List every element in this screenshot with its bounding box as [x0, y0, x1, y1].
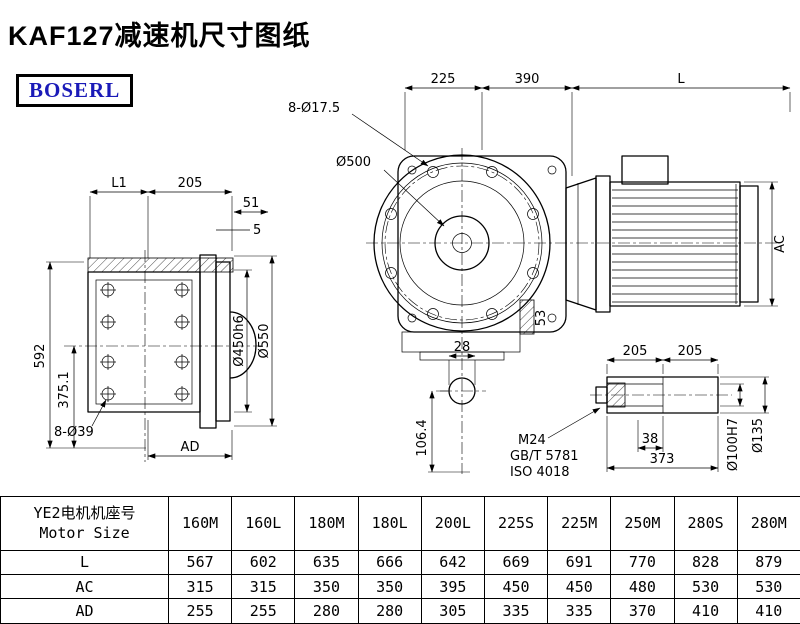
table-cell: 770: [610, 549, 675, 575]
dim-label-390: 390: [515, 72, 540, 87]
table-cell: 691: [547, 549, 612, 575]
callout-bolt-8-d17-5: 8-Ø17.5: [288, 101, 340, 116]
dim-label-375-1: 375.1: [57, 371, 72, 408]
callout-dia-500: Ø500: [336, 155, 371, 170]
dim-label-28: 28: [454, 340, 471, 355]
table-cell: 666: [357, 549, 422, 575]
table-cell: 395: [420, 573, 485, 600]
table-cell: 280: [294, 598, 359, 624]
bolt-holes: [385, 166, 539, 320]
dim-label-L: L: [677, 72, 685, 87]
column-header: 250M: [610, 496, 675, 551]
table-cell: 350: [357, 573, 422, 600]
column-header: 225M: [547, 496, 612, 551]
table-cell: 642: [420, 549, 485, 575]
motor-size-header-en: Motor Size: [39, 524, 130, 543]
row-label-L: L: [0, 549, 169, 575]
table-cell: 280: [357, 598, 422, 624]
table-cell: 315: [167, 573, 233, 600]
table-header-row: YE2电机机座号 Motor Size 160M 160L 180M 180L …: [0, 496, 800, 551]
callout-std-iso4018: ISO 4018: [510, 465, 570, 480]
table-cell: 450: [547, 573, 612, 600]
table-cell: 450: [483, 573, 549, 600]
brand-logo: BOSERL: [16, 74, 134, 107]
dim-label-dia-100H7: Ø100H7: [726, 418, 741, 471]
column-header: 280S: [673, 496, 738, 551]
dim-label-592: 592: [33, 344, 48, 369]
table-cell: 305: [420, 598, 485, 624]
dim-label-205-a: 205: [623, 344, 648, 359]
callout-std-gb5781: GB/T 5781: [510, 449, 579, 464]
side-view: L1 205 51 5 592 375.1 8-Ø39 AD Ø450: [33, 176, 277, 462]
page-title: KAF127减速机尺寸图纸: [8, 21, 311, 51]
table-cell: 255: [167, 598, 233, 624]
column-header: 180M: [294, 496, 359, 551]
table-cell: 567: [167, 549, 233, 575]
dim-label-51: 51: [243, 196, 260, 211]
table-cell: 315: [231, 573, 296, 600]
column-header: 225S: [483, 496, 549, 551]
column-header: 180L: [357, 496, 422, 551]
column-header: 200L: [420, 496, 485, 551]
column-header: 280M: [736, 496, 800, 551]
table-cell: 335: [483, 598, 549, 624]
row-label-AD: AD: [0, 598, 169, 624]
table-cell: 370: [610, 598, 675, 624]
table-cell: 602: [231, 549, 296, 575]
dim-label-L1: L1: [111, 176, 127, 191]
dim-label-5: 5: [253, 223, 261, 238]
dim-label-AC: AC: [773, 235, 788, 253]
table-cell: 530: [736, 573, 800, 600]
table-cell: 530: [673, 573, 738, 600]
mounting-holes: [100, 282, 190, 402]
dim-label-205: 205: [178, 176, 203, 191]
dim-label-dia-450h6: Ø450h6: [232, 315, 247, 367]
table-cell: 669: [483, 549, 549, 575]
dim-label-106-4: 106.4: [415, 419, 430, 456]
table-cell: 350: [294, 573, 359, 600]
column-header: 160M: [167, 496, 233, 551]
dim-label-373: 373: [650, 452, 675, 467]
column-header: 160L: [231, 496, 296, 551]
dim-label-dia-135: Ø135: [751, 418, 766, 453]
dim-label-dia-550: Ø550: [257, 323, 272, 358]
dim-label-AD: AD: [181, 440, 200, 455]
table-row-AD: AD 255 255 280 280 305 335 335 370 410 4…: [0, 598, 800, 624]
dim-label-38: 38: [642, 432, 659, 447]
table-cell: 879: [736, 549, 800, 575]
callout-thread-M24: M24: [518, 433, 546, 448]
callout-bolt-8-d39: 8-Ø39: [54, 425, 94, 440]
motor-size-header: YE2电机机座号 Motor Size: [0, 496, 169, 551]
technical-drawing: 225 390 L 8-Ø17.5 Ø500 AC 53: [33, 72, 791, 480]
table-cell: 255: [231, 598, 296, 624]
dim-label-225: 225: [431, 72, 456, 87]
table-cell: 480: [610, 573, 675, 600]
table-cell: 335: [547, 598, 612, 624]
table-cell: 410: [736, 598, 800, 624]
row-label-AC: AC: [0, 573, 169, 600]
motor-size-header-cn: YE2电机机座号: [33, 504, 136, 522]
table-cell: 635: [294, 549, 359, 575]
table-cell: 828: [673, 549, 738, 575]
table-row-L: L 567 602 635 666 642 669 691 770 828 87…: [0, 549, 800, 575]
table-cell: 410: [673, 598, 738, 624]
dim-label-205-b: 205: [678, 344, 703, 359]
table-row-AC: AC 315 315 350 350 395 450 450 480 530 5…: [0, 573, 800, 600]
front-view: 225 390 L 8-Ø17.5 Ø500 AC 53: [288, 72, 791, 474]
motor-size-table: YE2电机机座号 Motor Size 160M 160L 180M 180L …: [0, 496, 800, 624]
shaft-detail-view: 205 205 38 373 Ø100H7 Ø135 M24 GB/T 5781…: [510, 344, 769, 480]
section-view: 28 106.4: [415, 340, 486, 473]
dim-label-53: 53: [534, 310, 549, 327]
